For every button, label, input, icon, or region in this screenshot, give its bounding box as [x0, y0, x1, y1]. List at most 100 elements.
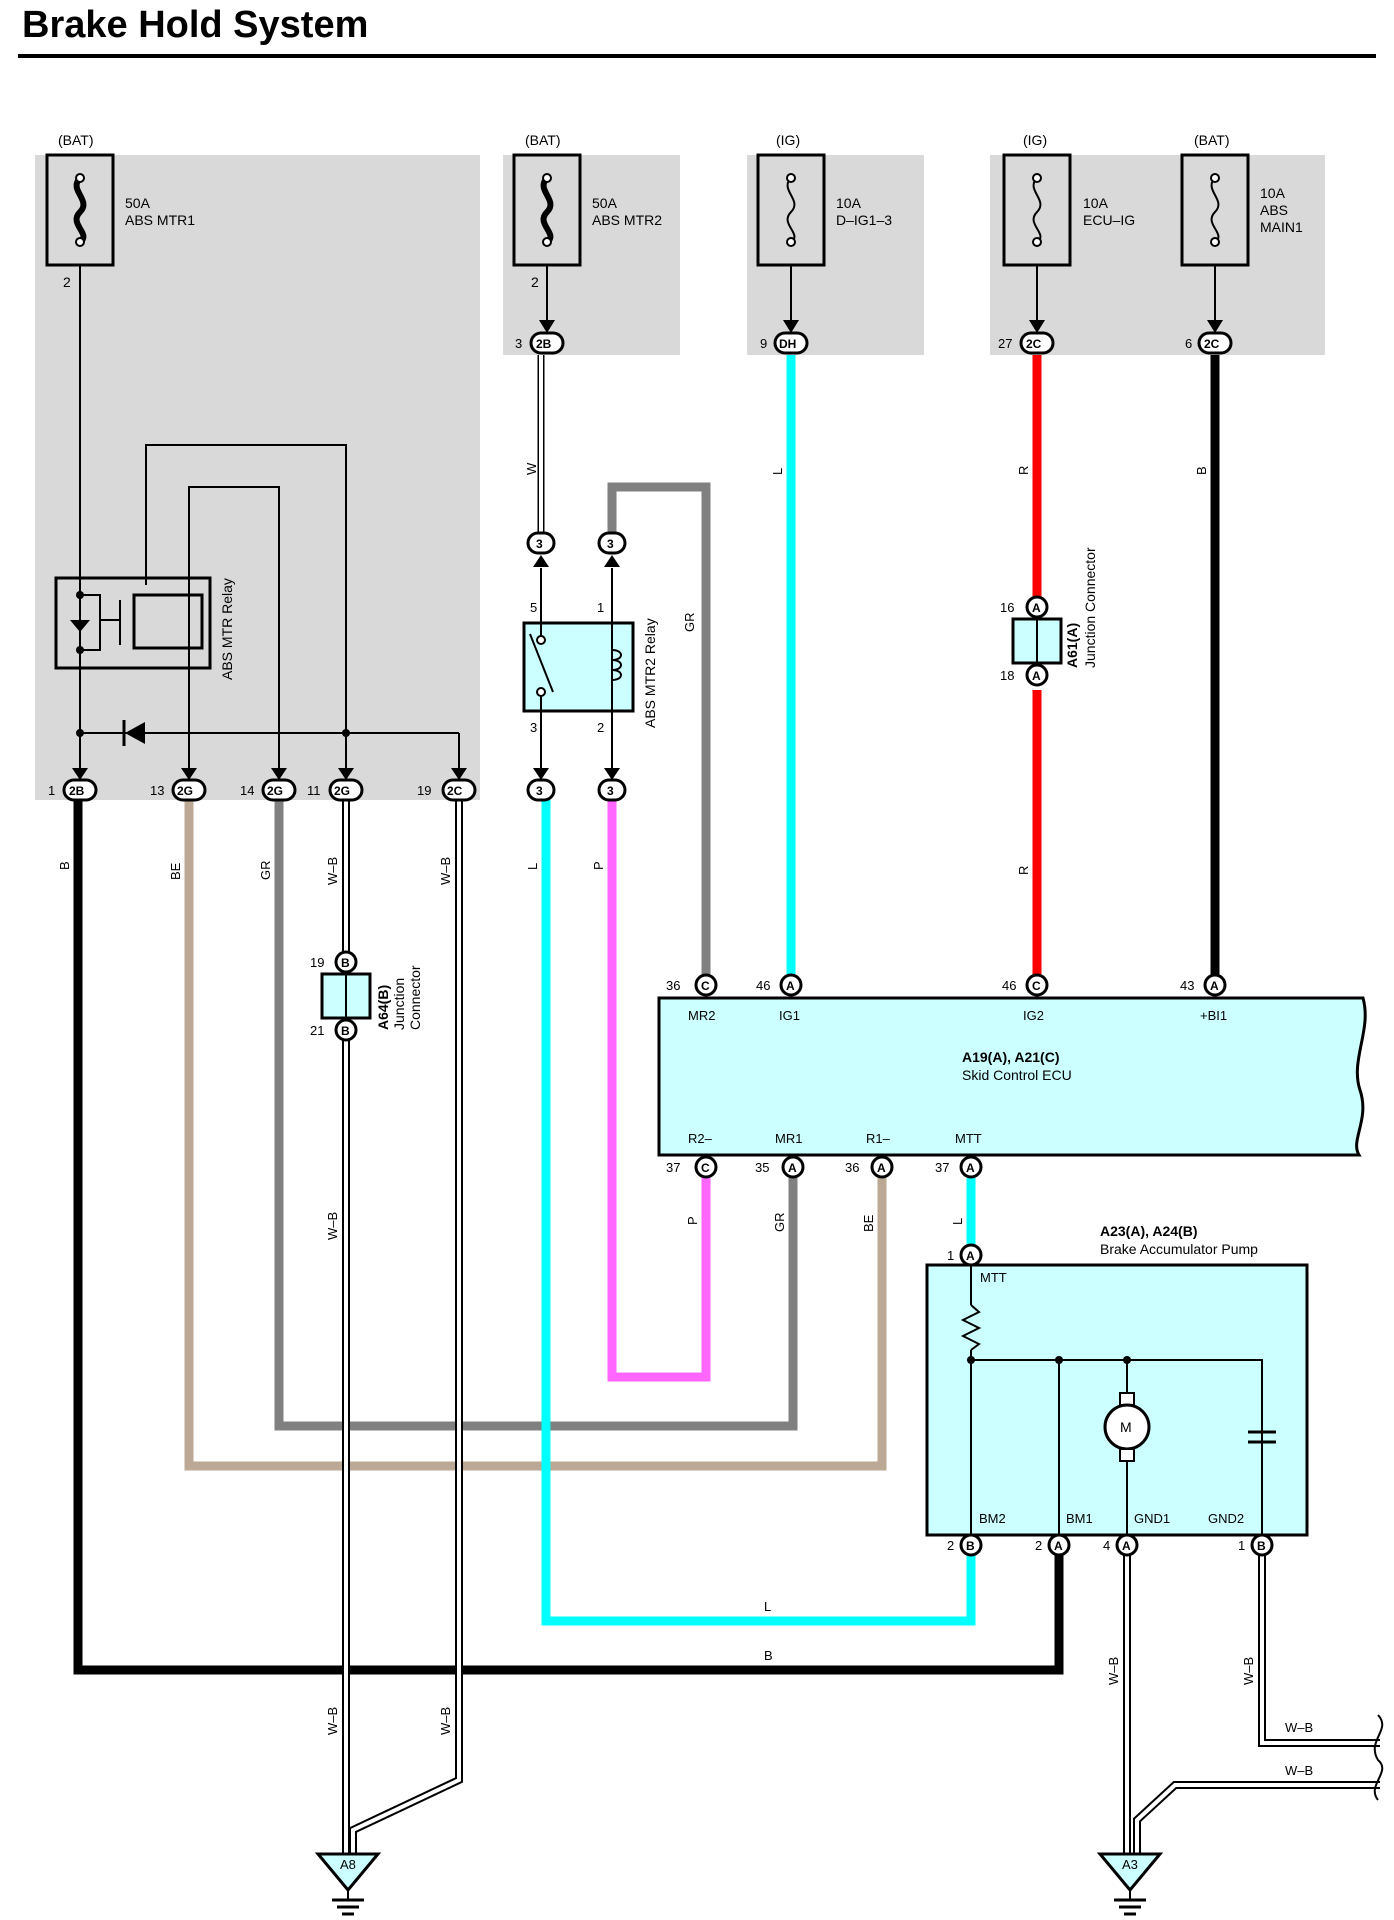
svg-text:37: 37 — [666, 1160, 680, 1175]
fuse-name-line2: MAIN1 — [1260, 219, 1303, 235]
svg-text:MR2: MR2 — [688, 1008, 715, 1023]
svg-text:R2–: R2– — [688, 1131, 713, 1146]
relay2-connectors: 3 3 3 3 — [526, 531, 627, 802]
svg-text:A19(A), A21(C): A19(A), A21(C) — [962, 1049, 1060, 1065]
svg-text:MR1: MR1 — [775, 1131, 802, 1146]
svg-text:W–B: W–B — [438, 857, 453, 885]
svg-text:M: M — [1120, 1419, 1132, 1435]
abs-mtr2-relay: 5 1 3 2 ABS MTR2 Relay — [522, 568, 658, 780]
svg-text:BE: BE — [861, 1214, 876, 1232]
svg-text:3: 3 — [536, 537, 543, 551]
svg-text:2C: 2C — [1026, 337, 1042, 351]
title-rule — [18, 54, 1376, 58]
svg-text:A23(A), A24(B): A23(A), A24(B) — [1100, 1223, 1198, 1239]
svg-text:2G: 2G — [177, 784, 193, 798]
wire-gr — [274, 800, 798, 1431]
svg-text:BE: BE — [168, 862, 183, 880]
svg-text:B: B — [341, 956, 350, 970]
svg-text:Brake Accumulator Pump: Brake Accumulator Pump — [1100, 1241, 1258, 1257]
relay2-label: ABS MTR2 Relay — [642, 618, 658, 728]
svg-text:W–B: W–B — [325, 857, 340, 885]
svg-text:A: A — [1210, 979, 1219, 993]
fuse-rating: 10A — [1083, 195, 1109, 211]
svg-text:Junction Connector: Junction Connector — [1082, 547, 1098, 668]
relay2-pin: 3 — [530, 720, 537, 735]
svg-text:W–B: W–B — [1285, 1720, 1313, 1735]
wire-b-main — [73, 800, 1064, 1675]
fuse-pin: 2 — [63, 274, 71, 290]
svg-text:GND2: GND2 — [1208, 1511, 1244, 1526]
fuse-source: (BAT) — [525, 132, 561, 148]
svg-text:1: 1 — [947, 1248, 954, 1263]
fuse-rating: 10A — [1260, 185, 1286, 201]
fuse-name: ABS MTR2 — [592, 212, 662, 228]
wire-gr-mr2 — [607, 482, 711, 985]
junction-a61: A 16 A 18 A61(A) Junction Connector — [1000, 547, 1098, 687]
svg-text:C: C — [701, 979, 710, 993]
svg-text:P: P — [591, 861, 606, 870]
svg-text:36: 36 — [666, 978, 680, 993]
svg-text:3: 3 — [607, 784, 614, 798]
svg-text:+BI1: +BI1 — [1200, 1008, 1227, 1023]
svg-text:2: 2 — [1035, 1538, 1042, 1553]
svg-text:Junction: Junction — [391, 978, 407, 1030]
svg-text:A: A — [966, 1161, 975, 1175]
fuse-source: (BAT) — [1194, 132, 1230, 148]
fuse-name: ECU–IG — [1083, 212, 1135, 228]
fuse-ecu-ig: (IG) 10A ECU–IG — [1002, 132, 1135, 267]
ground-a3: A3 — [1096, 1852, 1164, 1916]
svg-text:B: B — [764, 1648, 773, 1663]
fuse-name: D–IG1–3 — [836, 212, 892, 228]
svg-text:Skid Control ECU: Skid Control ECU — [962, 1067, 1072, 1083]
svg-text:C: C — [701, 1161, 710, 1175]
svg-text:Connector: Connector — [407, 965, 423, 1030]
svg-text:6: 6 — [1185, 336, 1192, 351]
svg-text:2G: 2G — [334, 784, 350, 798]
abs-mtr-relay: ABS MTR Relay — [54, 265, 460, 780]
svg-text:R1–: R1– — [866, 1131, 891, 1146]
wire-be — [184, 800, 887, 1471]
fuse-source: (BAT) — [58, 132, 94, 148]
svg-text:46: 46 — [1002, 978, 1016, 993]
svg-text:3: 3 — [607, 537, 614, 551]
junction-a64: B 19 B 21 A64(B) Junction Connector — [310, 950, 423, 1042]
svg-text:BM2: BM2 — [979, 1511, 1006, 1526]
relay-block-3 — [747, 155, 924, 355]
svg-text:MTT: MTT — [955, 1131, 982, 1146]
relay-block-2 — [503, 155, 680, 355]
fuse-rating: 10A — [836, 195, 862, 211]
svg-text:A: A — [1032, 601, 1041, 615]
svg-text:21: 21 — [310, 1023, 324, 1038]
fuse-source: (IG) — [1023, 132, 1047, 148]
svg-text:GR: GR — [682, 613, 697, 633]
svg-text:A8: A8 — [340, 1857, 356, 1872]
svg-text:2G: 2G — [267, 784, 283, 798]
svg-text:L: L — [764, 1599, 771, 1614]
svg-text:1: 1 — [1238, 1538, 1245, 1553]
svg-text:37: 37 — [935, 1160, 949, 1175]
relay2-pin: 5 — [530, 600, 537, 615]
svg-text:1: 1 — [48, 783, 55, 798]
fuse-source: (IG) — [776, 132, 800, 148]
svg-text:3: 3 — [515, 336, 522, 351]
svg-text:L: L — [950, 1218, 965, 1225]
svg-text:L: L — [770, 468, 785, 475]
svg-text:GR: GR — [772, 1213, 787, 1233]
fuse-rating: 50A — [125, 195, 151, 211]
svg-text:C: C — [1032, 979, 1041, 993]
svg-text:A: A — [1122, 1539, 1131, 1553]
svg-text:13: 13 — [150, 783, 164, 798]
svg-text:IG2: IG2 — [1023, 1008, 1044, 1023]
svg-text:R: R — [1016, 466, 1031, 475]
relay-label: ABS MTR Relay — [219, 578, 235, 680]
svg-text:9: 9 — [760, 336, 767, 351]
fuse-rating: 50A — [592, 195, 618, 211]
svg-text:A: A — [966, 1249, 975, 1263]
fuse-name-line1: ABS — [1260, 202, 1288, 218]
fuse-pin: 2 — [531, 274, 539, 290]
wire-wb-left — [342, 800, 463, 1860]
svg-text:2C: 2C — [1204, 337, 1220, 351]
svg-text:W–B: W–B — [325, 1707, 340, 1735]
svg-text:B: B — [1194, 466, 1209, 475]
